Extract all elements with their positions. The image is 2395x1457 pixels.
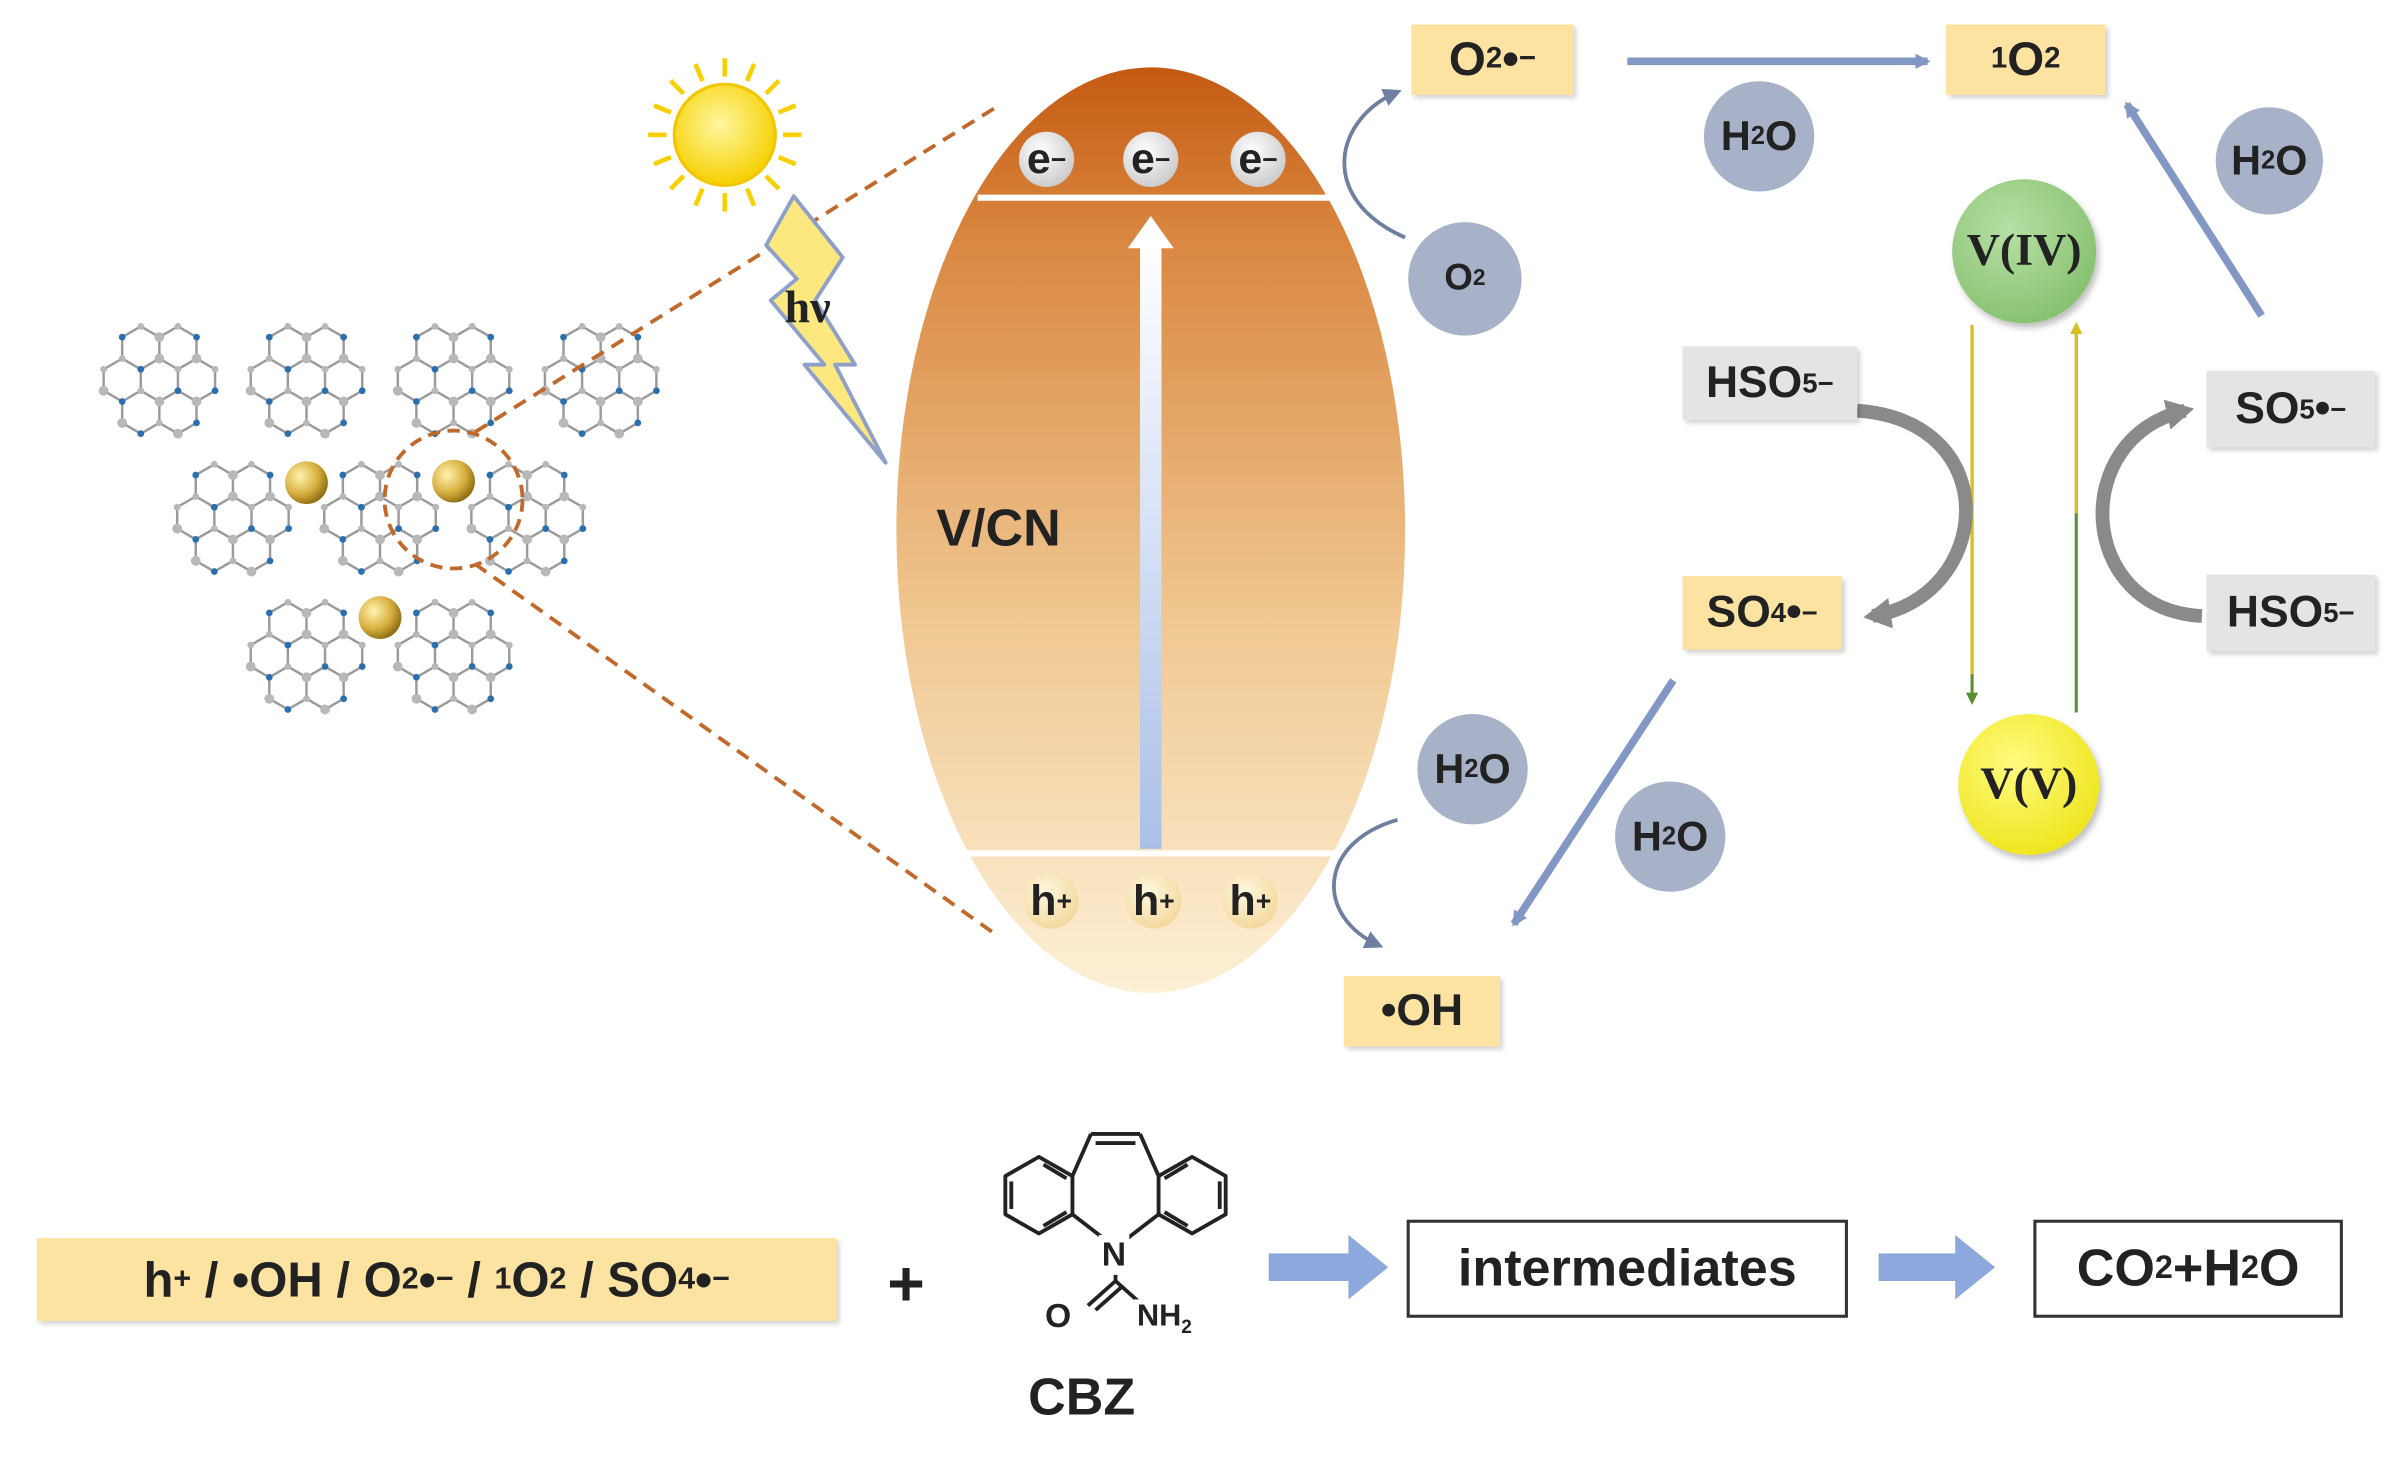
- hole-label: h+: [1229, 876, 1272, 924]
- excitation-arrow-head: [1127, 216, 1174, 249]
- hole-dot: [1126, 873, 1182, 929]
- excitation-arrow-shaft: [1140, 242, 1162, 849]
- electron-dot: [1018, 131, 1075, 187]
- v5-circle: V(V): [1958, 714, 2100, 856]
- hso5-to-so4-arrow: [1856, 403, 1973, 629]
- electron-label: e−: [1026, 134, 1067, 183]
- cbz-oxygen: O: [1041, 1296, 1075, 1337]
- vanadium-atom: [358, 596, 402, 639]
- cbz-label: CBZ: [1028, 1368, 1136, 1427]
- hole-label: h+: [1132, 876, 1175, 924]
- cbz-structure: [1003, 1131, 1228, 1312]
- catalyst-label: V/CN: [936, 499, 1061, 558]
- electron-dot: [1123, 131, 1179, 187]
- electron-label: e−: [1131, 134, 1171, 183]
- flow-arrow-1-head: [1348, 1235, 1389, 1300]
- hole-label: h+: [1030, 876, 1073, 924]
- hso5-to-so5-arrow: [2095, 399, 2203, 623]
- zoom-line-top: [473, 105, 998, 434]
- hole-dot: [1222, 873, 1278, 929]
- flow-arrow-2-head: [1955, 1235, 1996, 1300]
- zoom-line-bottom: [473, 562, 998, 937]
- cn-nanosheet: [98, 323, 660, 715]
- water-oxidation-arrow: [1332, 817, 1398, 949]
- flow-arrow-1-shaft: [1268, 1253, 1352, 1282]
- o2-reduction-arrow: [1342, 88, 1406, 240]
- v4-circle: V(IV): [1952, 179, 2097, 324]
- so5-to-singlet-arrow: [2123, 101, 2265, 318]
- light-energy-label: hν: [784, 281, 831, 333]
- vanadium-atom: [432, 459, 476, 503]
- vanadium-atom: [285, 461, 328, 505]
- electron-label: e−: [1238, 134, 1278, 183]
- sun-icon: [648, 58, 802, 212]
- intermediates-box: intermediates: [1406, 1219, 1848, 1318]
- so4-to-oh-arrow: [1510, 678, 1677, 927]
- hole-dot: [1023, 873, 1079, 929]
- plus-sign: +: [887, 1247, 925, 1320]
- electron-dot: [1230, 131, 1286, 187]
- cbz-amine: NH2: [1133, 1299, 1195, 1336]
- flow-arrow-2-shaft: [1878, 1253, 1959, 1282]
- cbz-nitrogen: N: [1098, 1235, 1130, 1275]
- hydroxyl-label: •OH: [1343, 976, 1501, 1047]
- lightning-icon: [764, 194, 888, 465]
